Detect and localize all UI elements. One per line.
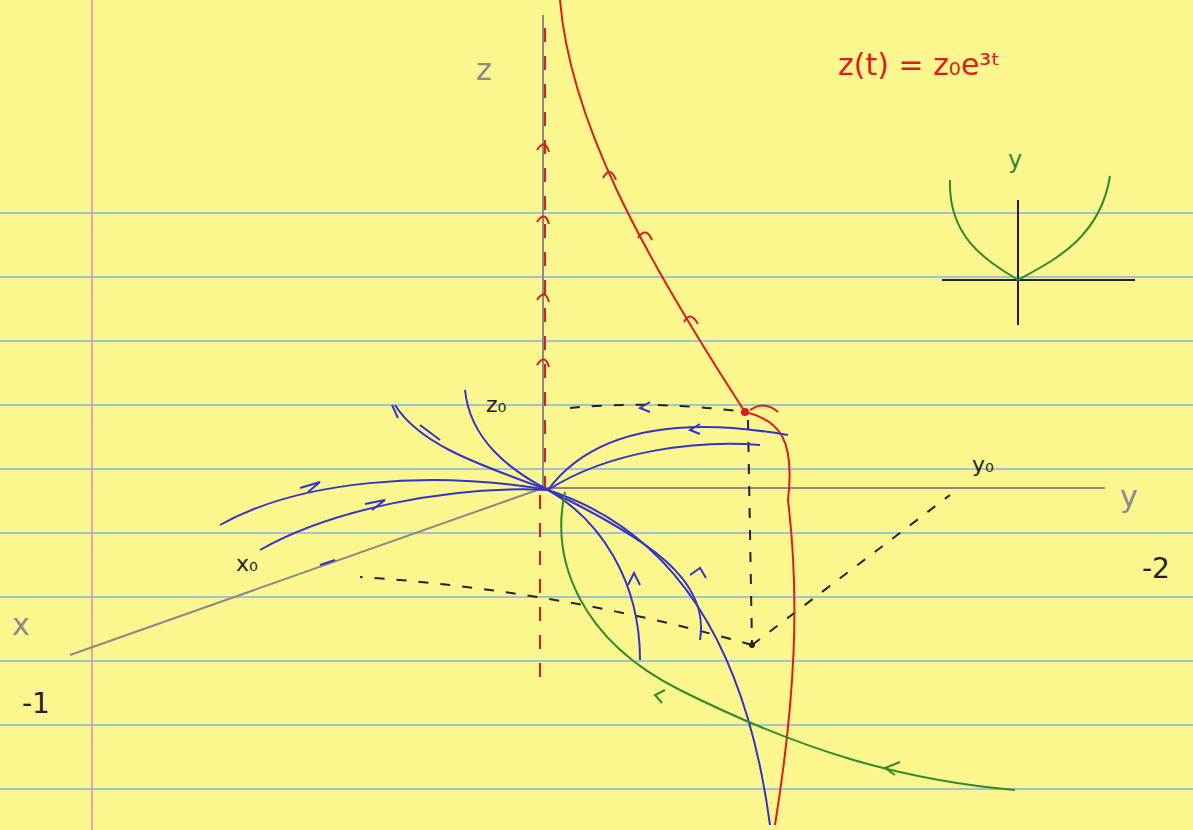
- green-trajectory: [561, 492, 1015, 790]
- axis-label: y: [1120, 482, 1138, 512]
- z-trajectories: [537, 0, 794, 825]
- ruled-lines: [0, 213, 1193, 789]
- initial-value: x₀: [236, 553, 258, 575]
- axis-label: z: [476, 55, 492, 85]
- initial-value: z₀: [486, 394, 506, 416]
- inset-graph: [942, 176, 1135, 325]
- axes: [70, 15, 1105, 655]
- margin-line: [91, 0, 93, 830]
- projection-dashes: [360, 405, 950, 645]
- axis-label: x: [12, 610, 30, 640]
- axis-label: y: [1008, 148, 1022, 172]
- solution-formula: z(t) = z₀e³ᵗ: [838, 50, 1000, 80]
- projection-point: [749, 642, 755, 648]
- initial-point: [741, 408, 749, 416]
- axis-tick: -1: [22, 690, 50, 718]
- initial-value: y₀: [972, 454, 994, 476]
- axis-tick: -2: [1142, 555, 1170, 583]
- xy-trajectories: [220, 390, 788, 825]
